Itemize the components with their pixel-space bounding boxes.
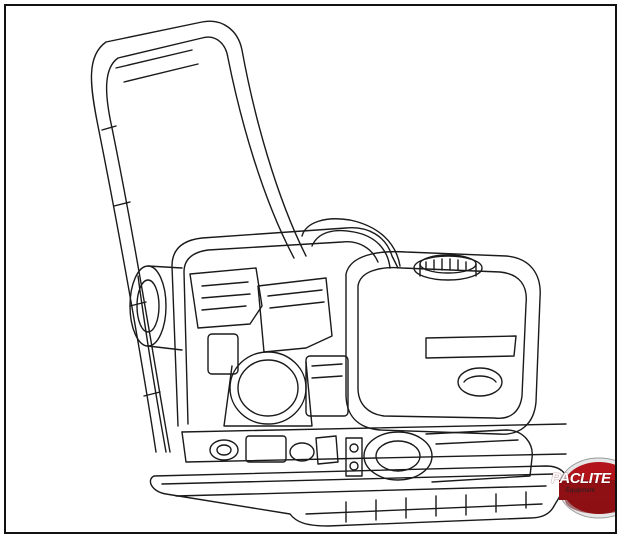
paclite-logo-subtitle: Equipment [566, 488, 595, 494]
air-cleaner [129, 265, 183, 351]
image-frame [4, 4, 617, 534]
base-assembly [181, 423, 567, 465]
exciter-unit [345, 429, 533, 483]
plate-compactor-drawing [90, 20, 568, 527]
water-tank [345, 250, 541, 435]
paclite-logo-text: PACLITE [551, 470, 611, 487]
handle-bar [90, 20, 307, 453]
engine-frame [171, 218, 401, 427]
paclite-logo-badge [559, 457, 615, 519]
base-plate [149, 465, 568, 527]
engine-body [189, 267, 349, 427]
